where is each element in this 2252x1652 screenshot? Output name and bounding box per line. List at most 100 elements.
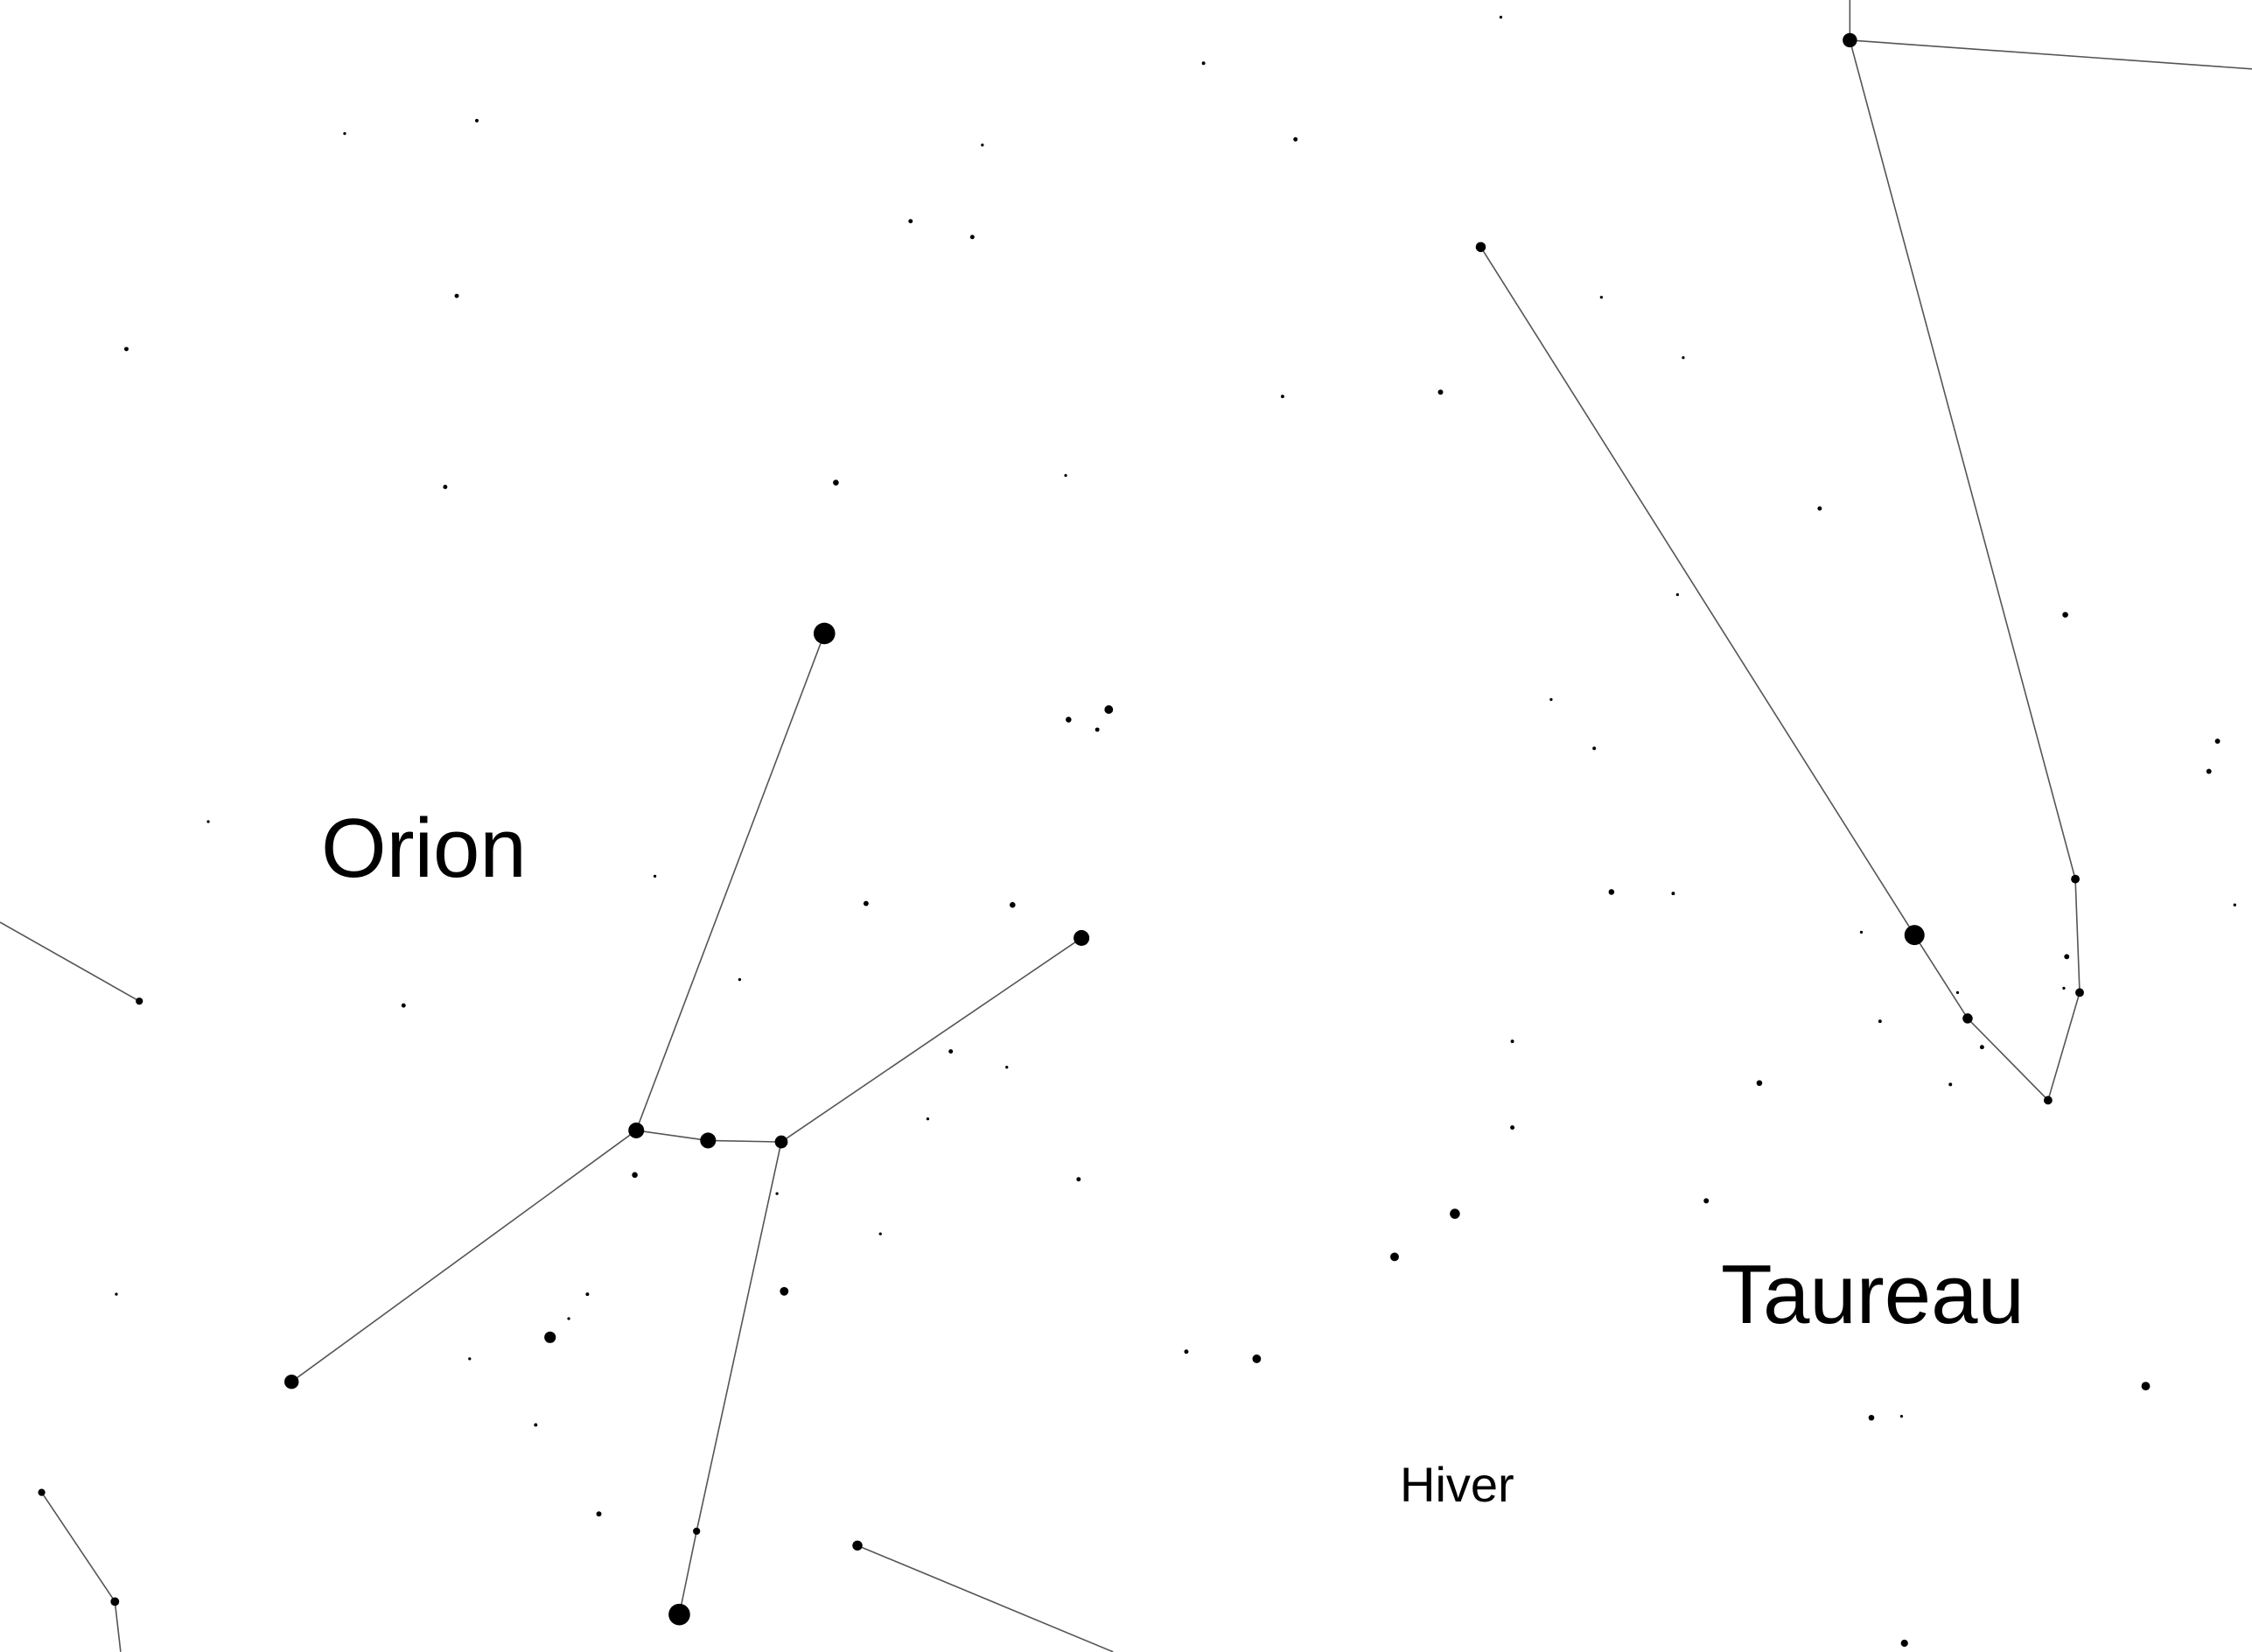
star (1671, 892, 1675, 896)
star (668, 1603, 690, 1626)
constellation-line (1967, 1018, 2049, 1102)
star (1979, 1045, 1984, 1050)
star (2064, 954, 2070, 960)
star (468, 1357, 472, 1361)
star (775, 1192, 779, 1195)
star (1095, 727, 1100, 732)
constellation-line (780, 937, 1082, 1143)
star (1756, 1080, 1763, 1087)
star (136, 998, 143, 1005)
star (38, 1488, 45, 1496)
constellation-line (1913, 934, 1969, 1019)
star (1252, 1354, 1262, 1363)
constellation-line (635, 633, 826, 1131)
constellation-line (40, 1492, 115, 1602)
star (454, 293, 459, 298)
star (700, 1132, 717, 1149)
star (1859, 930, 1864, 934)
star (1499, 16, 1503, 19)
constellation-line (0, 921, 140, 1002)
star (1899, 1414, 1904, 1418)
star (343, 132, 346, 136)
star (585, 1292, 590, 1297)
star (1904, 925, 1925, 946)
star (774, 1135, 788, 1149)
star (1843, 32, 1857, 48)
constellation-line (2047, 992, 2081, 1101)
star (1900, 1639, 1908, 1648)
constellation-line (1479, 246, 1915, 936)
star (475, 118, 479, 122)
star (1592, 746, 1597, 751)
star (567, 1317, 570, 1320)
star (544, 1331, 556, 1343)
star (1076, 1177, 1081, 1182)
star (1549, 697, 1553, 702)
star (833, 480, 839, 486)
star (1682, 356, 1685, 360)
star (401, 1003, 406, 1008)
star (2141, 1382, 2151, 1391)
star (1675, 592, 1680, 597)
constellation-line (1850, 39, 2252, 70)
season-label: Hiver (1400, 1457, 1514, 1512)
star (1280, 395, 1284, 399)
star (969, 234, 975, 240)
star (926, 1117, 930, 1121)
star (628, 1122, 645, 1138)
star (2043, 1096, 2053, 1105)
star (206, 820, 210, 823)
constellation-line (708, 1139, 782, 1143)
star (534, 1423, 538, 1427)
star (443, 485, 448, 489)
star (1450, 1208, 1460, 1219)
constellation-label-taurus: Taureau (1721, 1248, 2025, 1341)
star (1955, 990, 1960, 994)
constellation-line (290, 1130, 637, 1382)
star (2062, 986, 2066, 990)
star (1948, 1082, 1953, 1087)
star (1184, 1349, 1189, 1354)
star (1293, 136, 1298, 142)
star (1510, 1040, 1514, 1044)
constellation-line (1849, 39, 2076, 879)
star (1066, 717, 1072, 723)
star (1510, 1125, 1515, 1130)
star (2206, 768, 2212, 774)
star (284, 1374, 299, 1390)
star (632, 1172, 638, 1179)
star (878, 1232, 882, 1236)
star (1005, 1066, 1009, 1069)
star (1201, 61, 1206, 66)
star (1868, 1414, 1875, 1421)
constellation-label-orion: Orion (321, 802, 527, 895)
star (693, 1527, 701, 1536)
star (1475, 242, 1486, 253)
star (1010, 901, 1016, 908)
star (2062, 612, 2068, 618)
star (110, 1597, 120, 1606)
constellation-line (857, 1544, 1114, 1652)
star (1608, 889, 1615, 895)
star (1962, 1013, 1973, 1024)
constellation-line (678, 1530, 697, 1615)
star (738, 977, 742, 982)
star (1064, 473, 1067, 478)
star (1390, 1252, 1399, 1262)
star (813, 622, 836, 645)
star (2214, 738, 2221, 745)
star (2233, 903, 2236, 906)
star (1817, 506, 1822, 511)
star (1703, 1198, 1710, 1204)
stars (38, 16, 2236, 1648)
star (115, 1292, 118, 1296)
star (780, 1286, 789, 1296)
constellation-line (696, 1141, 782, 1532)
star (2071, 874, 2081, 884)
star (1437, 389, 1444, 396)
star (2075, 988, 2084, 998)
star (596, 1511, 602, 1517)
constellation-line (114, 1601, 122, 1652)
